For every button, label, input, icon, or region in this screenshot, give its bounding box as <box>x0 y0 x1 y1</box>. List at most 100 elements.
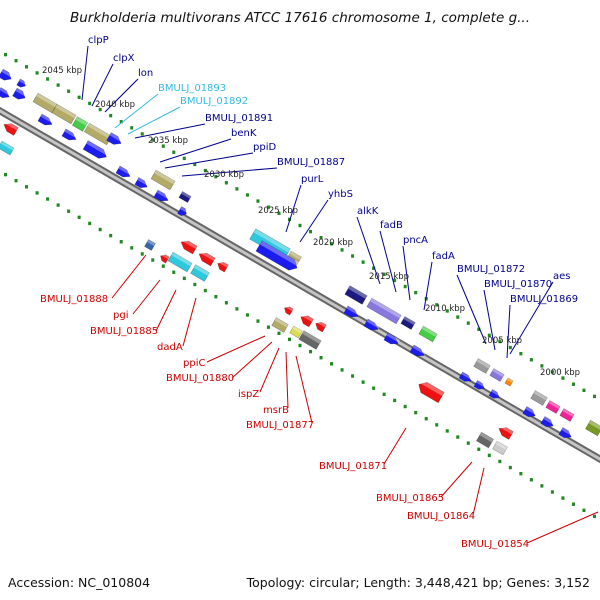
forward-gene-arrow-shine <box>259 240 301 267</box>
reverse-gene-block-shine <box>301 313 314 322</box>
outer-track-dot <box>414 290 418 295</box>
forward-gene-label: purL <box>301 174 324 185</box>
reverse-leader-line <box>472 467 485 516</box>
reverse-gene-block-shine <box>302 330 322 344</box>
forward-gene-block-shine <box>289 251 302 260</box>
outer-track-dot <box>277 211 281 215</box>
outer-track-dot <box>477 327 481 331</box>
outer-track-dot <box>456 315 460 319</box>
forward-gene-block-shape <box>559 408 575 422</box>
forward-gene-arrow-shine <box>386 333 401 343</box>
forward-gene-arrow <box>558 427 574 439</box>
reverse-gene-block-shape <box>198 252 216 267</box>
outer-track-dot <box>382 272 386 277</box>
reverse-gene-block-shine <box>147 239 156 246</box>
reverse-gene-label: msrB <box>263 405 289 416</box>
reverse-gene-block-shine <box>499 424 514 435</box>
inner-track-dot <box>340 368 344 372</box>
reverse-gene-block <box>180 238 198 255</box>
forward-gene-arrow-shape <box>0 87 10 99</box>
forward-gene-block-shape <box>51 103 77 125</box>
reverse-gene-label: BMULJ_01880 <box>166 373 234 384</box>
reverse-gene-block-shape <box>160 254 170 264</box>
outer-track-dot <box>140 132 144 136</box>
forward-gene-block-shine <box>548 400 561 409</box>
outer-track-dot <box>67 89 71 93</box>
forward-gene-arrow-shape <box>488 389 500 399</box>
inner-track-dot <box>309 349 313 354</box>
outer-track-dot <box>56 83 60 87</box>
reverse-gene-block-shine <box>218 260 229 268</box>
forward-leader-line <box>134 123 206 139</box>
outer-track-dot <box>330 242 334 246</box>
inner-track-dot <box>245 313 249 317</box>
forward-leader-line <box>81 45 89 101</box>
forward-gene-arrow-shape <box>522 406 536 418</box>
inner-track-dot <box>203 288 207 293</box>
reverse-leader-line <box>440 461 473 498</box>
forward-gene-block-shape <box>178 191 192 203</box>
reverse-leader-line <box>383 427 407 465</box>
reverse-gene-block-shine <box>4 120 19 131</box>
outer-track-dot <box>88 101 92 106</box>
forward-gene-arrow-shape <box>383 332 399 345</box>
inner-track-dot <box>98 227 102 232</box>
reverse-gene-block <box>284 304 294 316</box>
reverse-gene-block <box>298 330 322 350</box>
forward-gene-block <box>585 419 600 437</box>
forward-gene-block-shine <box>348 285 368 299</box>
inner-track-dot <box>592 514 596 519</box>
forward-gene-label: alkK <box>357 206 379 217</box>
reverse-gene-block <box>300 313 314 328</box>
outer-track-dot <box>445 309 449 313</box>
forward-gene-block <box>150 169 176 191</box>
outer-track-dot <box>435 303 439 307</box>
outer-track-dot <box>361 260 365 264</box>
reverse-gene-block-shape <box>289 325 303 339</box>
inner-track-dot <box>151 258 155 262</box>
forward-gene-block <box>530 390 548 406</box>
outer-track-dot <box>245 193 249 197</box>
forward-gene-block-shine <box>109 132 124 143</box>
reverse-gene-block-shine <box>274 317 289 328</box>
forward-gene-arrow-shine <box>491 389 502 397</box>
forward-gene-block-shine <box>370 298 402 319</box>
forward-gene-arrow-shine <box>543 416 556 425</box>
forward-gene-arrow-shape <box>177 206 187 216</box>
backbone-inner <box>0 109 600 461</box>
forward-gene-arrow <box>363 318 381 331</box>
outer-track-dot <box>35 71 39 75</box>
reverse-gene-label: BMULJ_01885 <box>90 326 158 337</box>
forward-gene-label: BMULJ_01893 <box>158 83 226 94</box>
forward-gene-block <box>559 408 575 422</box>
outer-track-dot <box>298 223 302 228</box>
forward-gene-block <box>106 132 124 145</box>
forward-gene-arrow <box>37 113 55 126</box>
forward-gene-arrow <box>409 344 427 357</box>
inner-track-dot <box>414 410 418 415</box>
forward-gene-block-shine <box>181 191 192 199</box>
outer-track-dot <box>319 236 323 240</box>
inner-track-dot <box>109 233 113 238</box>
forward-gene-arrow <box>540 416 556 428</box>
forward-gene-arrow-shine <box>412 345 427 355</box>
forward-gene-block <box>504 377 514 387</box>
reverse-gene-block-shine <box>181 238 198 249</box>
forward-gene-arrow <box>61 128 79 141</box>
tick-dots-layer <box>4 52 596 519</box>
reverse-gene-block-shine <box>495 441 508 450</box>
forward-gene-arrow <box>82 140 109 159</box>
outer-track-dot <box>172 150 176 154</box>
inner-track-dot <box>4 172 8 177</box>
forward-leader-line <box>164 152 254 169</box>
inner-track-dot <box>582 508 586 512</box>
kbp-tick-label: 2000 kbp <box>540 368 580 378</box>
forward-gene-block-shine <box>476 358 491 369</box>
reverse-gene-label: BMULJ_01865 <box>376 493 444 504</box>
inner-track-dot <box>46 197 50 201</box>
inner-track-dot <box>161 264 165 268</box>
inner-track-dot <box>56 203 60 207</box>
forward-gene-arrow <box>473 380 487 390</box>
reverse-gene-block-shine <box>171 252 193 267</box>
